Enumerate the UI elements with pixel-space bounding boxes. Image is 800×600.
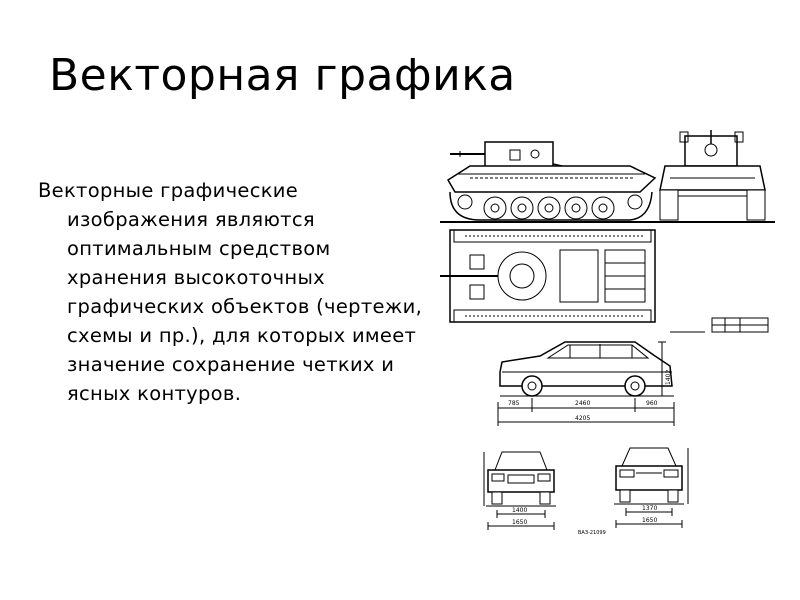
- tank-top-view: [440, 229, 656, 323]
- car-model-label: ВАЗ-21099: [578, 530, 606, 536]
- dim-front-overhang: 785: [508, 400, 520, 407]
- dim-wheelbase: 2460: [575, 400, 590, 407]
- car-front-view: 1400 1650: [483, 451, 556, 530]
- tank-side-view: [440, 141, 657, 223]
- dim-rear-overhang: 960: [646, 400, 658, 407]
- car-side-view: 785 2460 960 4205 1402: [497, 341, 675, 426]
- vector-drawings: 785 2460 960 4205 1402 1400 1650: [440, 130, 780, 540]
- car-rear-view: 1370 1650: [614, 447, 689, 528]
- dim-front-track: 1400: [512, 507, 527, 514]
- slide-title: Векторная графика: [49, 50, 516, 101]
- dim-height: 1402: [665, 370, 672, 385]
- dim-rear-width: 1650: [642, 517, 657, 524]
- tank-front-view: [655, 130, 775, 223]
- title-block: [670, 317, 769, 333]
- dim-length: 4205: [575, 415, 590, 422]
- slide-body-text: Векторные графические изображения являют…: [38, 179, 423, 405]
- dim-front-width: 1650: [512, 519, 527, 526]
- dim-rear-track: 1370: [642, 505, 657, 512]
